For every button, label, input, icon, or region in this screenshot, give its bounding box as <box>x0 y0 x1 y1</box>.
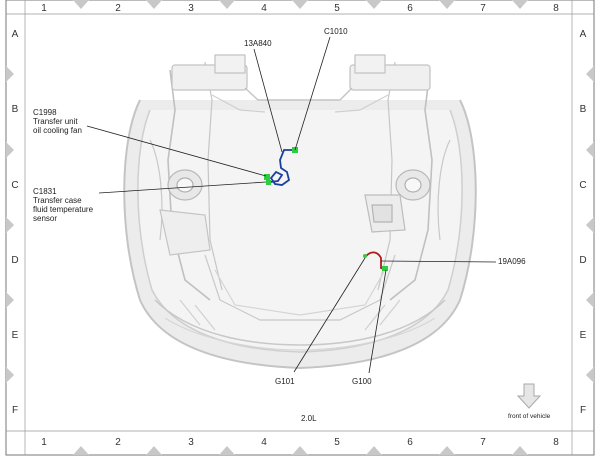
grid-marker-top-0 <box>73 0 89 9</box>
c1831-id: C1831 <box>33 187 57 196</box>
grid-col-1-top: 1 <box>41 3 47 14</box>
grid-marker-right-3 <box>586 292 594 308</box>
c1831-desc-line2: fluid temperature <box>33 205 94 214</box>
grid-marker-top-5 <box>439 0 455 9</box>
c1831-desc-line1: Transfer case <box>33 196 82 205</box>
leader-lines <box>86 36 497 374</box>
grid-row-e-left: E <box>12 330 19 341</box>
grid-marker-bottom-6 <box>512 446 528 455</box>
grid-marker-top-1 <box>146 0 162 9</box>
grid-marker-bottom-5 <box>439 446 455 455</box>
grid-col-2-bottom: 2 <box>115 437 121 448</box>
c1831-desc-line3: sensor <box>33 214 57 223</box>
leader-c1998 <box>86 125 267 177</box>
grid-col-8-bottom: 8 <box>553 437 559 448</box>
grid-col-5-bottom: 5 <box>334 437 340 448</box>
grid-marker-bottom-4 <box>366 446 382 455</box>
leader-13a840 <box>253 48 283 153</box>
grid-col-7-bottom: 7 <box>480 437 486 448</box>
callout-c1831: C1831 Transfer case fluid temperature se… <box>33 187 94 223</box>
grid-marker-bottom-3 <box>292 446 308 455</box>
grid-marker-left-0 <box>6 66 14 82</box>
c1998-id: C1998 <box>33 108 57 117</box>
grid-row-d-right: D <box>579 255 586 266</box>
grid-row-e-right: E <box>580 330 587 341</box>
grid-marker-right-2 <box>586 217 594 233</box>
grid-col-4-bottom: 4 <box>261 437 267 448</box>
grid-col-1-bottom: 1 <box>41 437 47 448</box>
grid-col-3-bottom: 3 <box>188 437 194 448</box>
grid-col-6-bottom: 6 <box>407 437 413 448</box>
grid-marker-bottom-0 <box>73 446 89 455</box>
grid-row-d-left: D <box>11 255 18 266</box>
grid-marker-top-2 <box>219 0 235 9</box>
vehicle-front-end-illustration <box>123 54 477 370</box>
label-19a096: 19A096 <box>498 257 526 266</box>
label-g100: G100 <box>352 377 372 386</box>
grid-col-6-top: 6 <box>407 3 413 14</box>
harness-13a840 <box>267 149 295 186</box>
label-13a840: 13A840 <box>244 39 272 48</box>
grid-marker-top-3 <box>292 0 308 9</box>
grid-marker-left-1 <box>6 142 14 158</box>
grid-marker-top-4 <box>366 0 382 9</box>
leader-c1010 <box>294 36 331 151</box>
leader-19a096 <box>380 260 497 263</box>
grid-row-b-left: B <box>12 104 19 115</box>
harness-19a096-route <box>365 251 387 271</box>
g100-ground-point <box>382 266 388 271</box>
leader-g101 <box>293 257 366 373</box>
grid-marker-left-4 <box>6 367 14 383</box>
grid-row-b-right: B <box>580 104 587 115</box>
grid-row-c-left: C <box>11 180 18 191</box>
g101-ground-point <box>363 254 367 258</box>
c1998-desc-line1: Transfer unit <box>33 117 78 126</box>
c1998-connector <box>264 174 270 180</box>
grid-columns-top: 1 2 3 4 5 6 7 8 <box>41 3 559 14</box>
grid-col-7-top: 7 <box>480 3 486 14</box>
grid-col-4-top: 4 <box>261 3 267 14</box>
front-of-vehicle-arrow-icon <box>516 383 542 409</box>
label-g101: G101 <box>275 377 295 386</box>
grid-marker-bottom-2 <box>219 446 235 455</box>
grid-marker-top-6 <box>512 0 528 9</box>
grid-col-2-top: 2 <box>115 3 121 14</box>
leader-g100 <box>368 269 387 374</box>
grid-marker-left-2 <box>6 217 14 233</box>
grid-columns-bottom: 1 2 3 4 5 6 7 8 <box>41 437 559 448</box>
grid-marker-right-1 <box>586 142 594 158</box>
harness-19a096 <box>365 251 387 271</box>
callout-c1998: C1998 Transfer unit oil cooling fan <box>33 108 82 135</box>
label-c1010: C1010 <box>324 27 348 36</box>
grid-col-3-top: 3 <box>188 3 194 14</box>
harness-13a840-route <box>267 149 295 186</box>
grid-marker-right-4 <box>586 367 594 383</box>
grid-row-f-right: F <box>580 405 586 416</box>
grid-markers <box>6 0 594 455</box>
grid-rows-left: A B C D E F <box>11 29 18 416</box>
grid-row-a-left: A <box>12 29 19 40</box>
grid-row-c-right: C <box>579 180 586 191</box>
c1831-connector <box>266 180 271 185</box>
grid-marker-right-0 <box>586 66 594 82</box>
grid-col-8-top: 8 <box>553 3 559 14</box>
grid-col-5-top: 5 <box>334 3 340 14</box>
leader-c1831 <box>98 181 267 194</box>
grid-marker-left-3 <box>6 292 14 308</box>
c1998-desc-line2: oil cooling fan <box>33 126 82 135</box>
grid-marker-bottom-1 <box>146 446 162 455</box>
grid-row-f-left: F <box>12 405 18 416</box>
front-of-vehicle-label: front of vehicle <box>508 413 551 420</box>
grid-row-a-right: A <box>580 29 587 40</box>
engine-label: 2.0L <box>301 414 317 423</box>
grid-rows-right: A B C D E F <box>579 29 586 416</box>
